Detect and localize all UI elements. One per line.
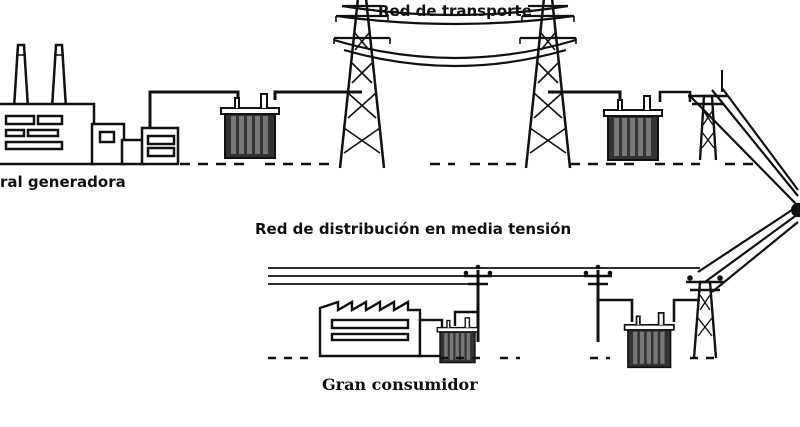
generating-plant-label: ral generadora [0,173,126,191]
step-up-transformer [220,93,280,159]
transformer-to-tower-line [273,90,362,100]
transmission-tower-right [518,0,578,170]
distribution-network-label: Red de distribución en media tensión [255,220,572,238]
distribution-pole-2 [582,263,614,344]
large-consumer-label: Gran consumidor [322,375,478,394]
large-consumer-factory [318,299,444,358]
distribution-lines [268,267,700,285]
consumer-transformer [436,317,479,364]
smokestacks [12,43,68,110]
tower-to-substation-line [548,90,622,108]
transport-network-label: Red de transporte [378,2,532,20]
power-plant [0,43,180,166]
bottom-right-pole [686,275,724,359]
transport-conductors [333,4,577,68]
substation-link-line [658,90,692,102]
transmission-tower-left [332,0,392,170]
step-down-transformer [603,95,663,161]
junction-lines [689,87,800,293]
